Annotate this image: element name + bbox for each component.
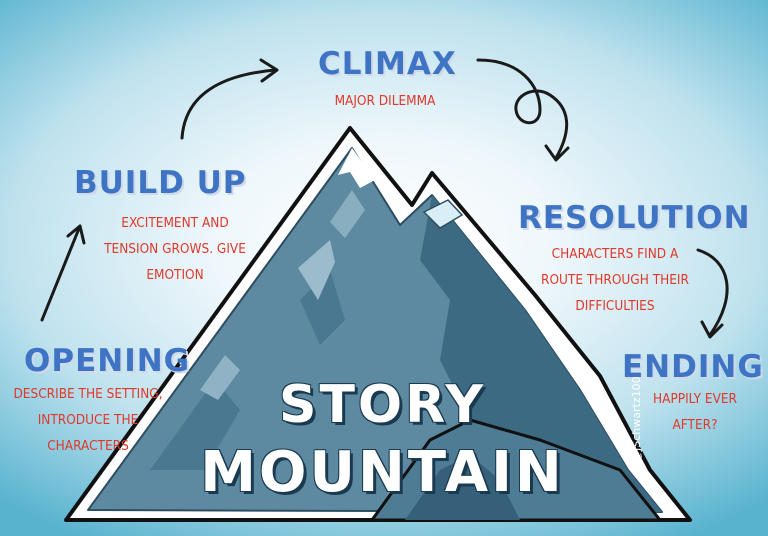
title-line-2: MOUNTAIN [200, 440, 565, 505]
climax-heading: CLIMAX [318, 46, 457, 82]
build-up-heading: BUILD UP [74, 165, 247, 201]
mountain-snowcap [422, 199, 464, 229]
ending-heading: ENDING [622, 349, 764, 385]
arrow-head [700, 320, 724, 339]
resolution-description: CHARACTERS FIND A ROUTE THROUGH THEIR DI… [541, 246, 689, 314]
build-up-description: EXCITEMENT AND TENSION GROWS. GIVE EMOTI… [104, 215, 246, 283]
mountain-highlight [298, 240, 335, 300]
arrow-opening-to-buildup [40, 224, 82, 322]
arrow-head [259, 58, 279, 83]
arrow-resolution-to-ending [696, 248, 729, 337]
author-credit: @JSchwartz100 [630, 376, 643, 462]
mountain-base-rock [405, 455, 520, 520]
title-line-1: STORY [279, 375, 486, 435]
ending-description: HAPPILY EVER AFTER? [653, 391, 737, 433]
opening-description: DESCRIBE THE SETTING, INTRODUCE THE CHAR… [13, 386, 163, 454]
resolution-heading: RESOLUTION [518, 200, 751, 236]
arrow-head [66, 224, 86, 245]
mountain-highlight [330, 190, 365, 238]
climax-description: MAJOR DILEMMA [334, 93, 436, 109]
mountain-crevice [150, 380, 240, 470]
arrow-climax-to-resolution [476, 58, 569, 160]
arrow-buildup-to-climax [180, 68, 277, 140]
mountain-highlight [200, 355, 240, 400]
arrow-head [544, 144, 570, 162]
opening-heading: OPENING [24, 343, 191, 379]
mountain-snowcap [338, 148, 375, 188]
